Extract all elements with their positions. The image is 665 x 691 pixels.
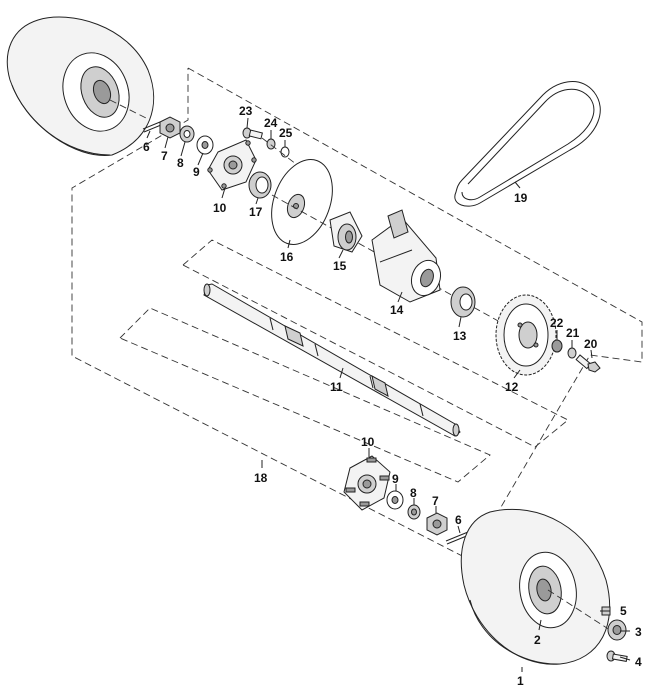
callout-7-bottom: 7 (432, 494, 439, 508)
bearing-hub-13 (450, 286, 476, 318)
callout-15: 15 (333, 259, 347, 273)
bolt-20 (575, 354, 601, 373)
callout-7-top: 7 (161, 149, 168, 163)
axle-box-outline (182, 239, 569, 448)
cotter-pin-6-top (142, 121, 162, 133)
callout-2: 2 (534, 633, 541, 647)
leader-lines (146, 117, 631, 672)
bearing-17 (248, 171, 272, 199)
callout-20: 20 (584, 337, 598, 351)
callout-14: 14 (390, 303, 404, 317)
axle-lower-outline (119, 307, 491, 483)
washer-21 (567, 347, 577, 359)
callout-1: 1 (517, 674, 524, 688)
callout-21: 21 (566, 326, 580, 340)
callout-3: 3 (635, 625, 642, 639)
callout-9-top: 9 (193, 165, 200, 179)
callout-5: 5 (620, 604, 627, 618)
callout-25: 25 (279, 126, 293, 140)
callout-labels: 23 24 25 6 7 8 9 10 17 16 15 14 13 19 22… (143, 104, 642, 688)
brake-disc-16 (271, 159, 333, 245)
hub-adapter-15 (329, 211, 363, 253)
washer-8-top (179, 125, 195, 143)
dash-23-25 (261, 137, 297, 165)
bolt-23 (242, 127, 263, 140)
tire-top-left (6, 16, 155, 156)
nut-7-top (159, 116, 181, 139)
callout-9-bottom: 9 (392, 472, 399, 486)
sprocket-12 (495, 294, 557, 376)
washer-8-bottom (407, 504, 421, 520)
nut-7-bottom (426, 512, 448, 536)
axis-line-bottom (547, 589, 611, 631)
valve-stem-4 (606, 650, 628, 662)
callout-10-top: 10 (213, 201, 227, 215)
callout-4: 4 (635, 655, 642, 669)
callout-23: 23 (239, 104, 253, 118)
washer-22 (551, 339, 563, 353)
callout-22: 22 (550, 316, 564, 330)
callout-12: 12 (505, 380, 519, 394)
callout-11: 11 (330, 380, 343, 394)
callout-8-top: 8 (177, 156, 184, 170)
callout-16: 16 (280, 250, 294, 264)
axis-line-top (109, 99, 151, 121)
callout-13: 13 (453, 329, 467, 343)
drive-belt-19 (454, 81, 601, 207)
callout-24: 24 (264, 116, 278, 130)
callout-17: 17 (249, 205, 263, 219)
cap-3 (607, 619, 627, 641)
callout-10-bottom: 10 (361, 435, 375, 449)
axle-housing-14 (371, 209, 442, 303)
callout-6-top: 6 (143, 140, 150, 154)
callout-18: 18 (254, 471, 268, 485)
washer-9-bottom (386, 490, 404, 510)
washer-9-top (196, 135, 214, 155)
callout-19: 19 (514, 191, 528, 205)
hub-10-top (207, 139, 257, 191)
callout-6-bottom: 6 (455, 513, 462, 527)
hub-10-bottom (343, 455, 391, 511)
axle-shaft-11 (203, 283, 461, 437)
callout-8-bottom: 8 (410, 486, 417, 500)
